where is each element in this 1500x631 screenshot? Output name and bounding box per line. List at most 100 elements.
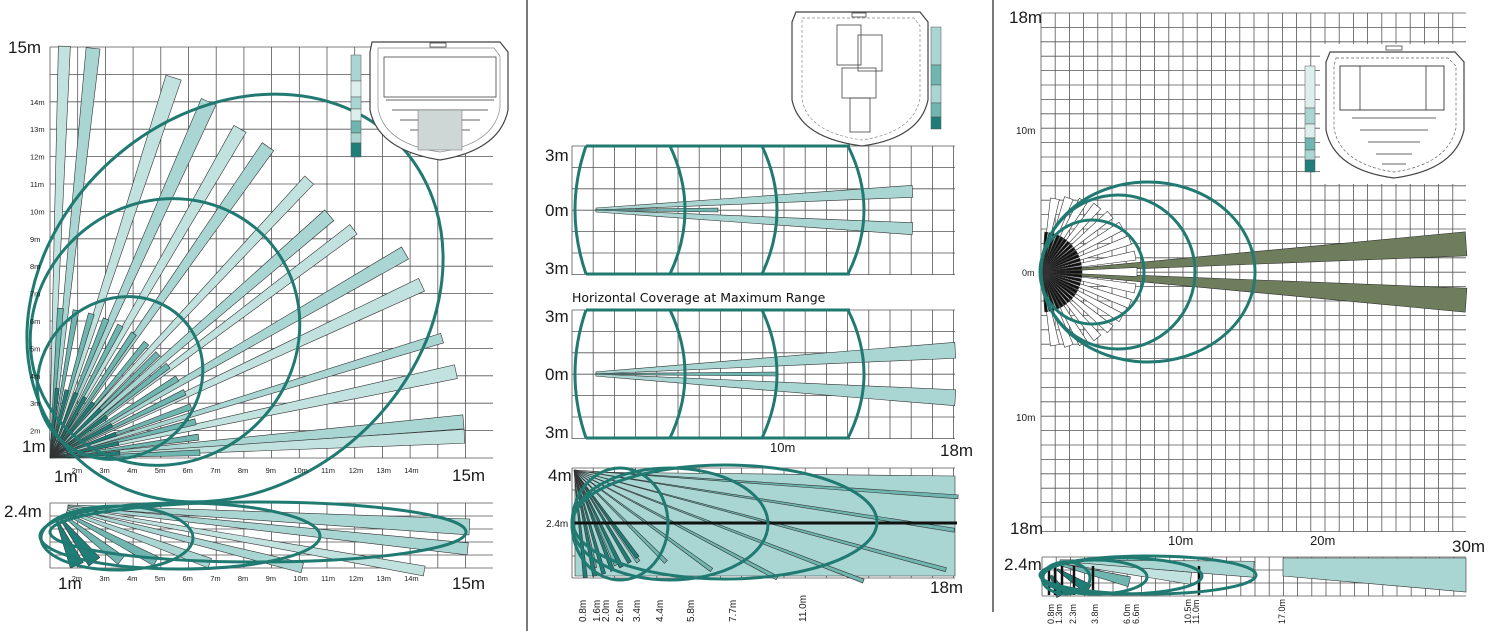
left-x-origin-label: 1m [54,467,78,486]
right-fan-core [1041,236,1064,273]
right-fan-core [1041,261,1082,273]
right-fan-core [1041,265,1083,273]
right-x-20: 20m [1310,533,1335,548]
right-fan-core [1041,240,1071,273]
right-fan-core [1041,233,1057,273]
left-side-x-end-label: 15m [452,574,485,593]
middle-side-ray [573,469,947,572]
middle-side-distance-label: 4.4m [655,600,666,622]
right-long-beam-lower [1059,271,1468,313]
right-side-distance-label: 2.3m [1068,604,1078,624]
middle-top-beam-center [595,207,719,213]
right-legend-swatch-5 [1304,149,1316,161]
right-y-bottom: 18m [1010,519,1043,538]
right-side-distance-label: 10.5m [1183,599,1193,624]
middle-side-height-top: 4m [548,466,572,485]
right-y-lower: 10m [1016,413,1035,424]
right-fan-core [1041,271,1078,294]
middle-top-y-bottom: 3m [545,259,569,278]
left-close-beam [49,407,103,459]
left-near-beam [49,418,197,459]
middle-max-y-mid: 0m [545,365,569,384]
right-fan-core [1041,270,1083,274]
left-y-tick-label: 13m [30,125,45,134]
left-coverage-ellipse-medium [28,197,302,467]
left-y-tick-label: 5m [30,344,40,353]
right-side-height-label: 2.4m [1004,555,1042,574]
left-y-tick-label: 6m [30,317,40,326]
left-y-tick-label: 8m [30,262,40,271]
left-near-beam [49,362,171,459]
left-y-tick-label: 4m [30,372,40,381]
right-fan-core [1041,238,1068,273]
left-x-tick-label: 10m [293,466,308,475]
right-x-end: 30m [1452,537,1485,556]
middle-side-distance-label: 3.4m [632,600,643,622]
left-side-x-tick-label: 5m [155,574,165,583]
middle-top-coverage-arcs [573,144,866,276]
right-side-far-zone [1282,557,1467,593]
left-side-x-tick-label: 12m [349,574,364,583]
left-x-tick-label: 2m [72,466,82,475]
left-side-x-tick-label: 9m [266,574,276,583]
middle-side-distance-label: 0.8m [578,600,589,622]
left-y-tick-label: 10m [30,207,45,216]
right-fan-core [1041,271,1082,283]
right-fan-core [1041,257,1081,273]
left-x-tick-label: 7m [210,466,220,475]
right-fan-core [1041,271,1061,310]
left-x-tick-label: 12m [349,466,364,475]
right-side-distance-label: 3.8m [1090,604,1100,624]
right-fan-core [1041,253,1080,273]
right-side-distance-label: 17.0m [1277,599,1287,624]
left-legend-swatch-5 [350,120,362,134]
left-y-tick-label: 9m [30,235,40,244]
right-side-distance-label: 11.0m [1191,600,1201,624]
middle-side-ray [573,469,668,564]
middle-side-ray [573,469,955,533]
left-side-x-tick-label: 2m [72,574,82,583]
left-side-x-tick-label: 3m [99,574,109,583]
middle-max-coverage: 3m 0m 3m 10m 18m [545,307,973,460]
left-close-beam [49,431,117,459]
middle-top-coverage: 3m 0m 3m [545,144,955,278]
right-fan-beam [1041,267,1138,277]
left-x-tick-label: 13m [376,466,391,475]
left-side-height-label: 2.4m [4,502,42,521]
right-legend-swatch-1 [1304,65,1316,109]
left-side-beam [66,509,212,569]
max-range-title: Horizontal Coverage at Maximum Range [572,290,826,305]
left-side-x-tick-label: 8m [238,574,248,583]
right-legend-swatch-3 [1304,123,1316,139]
left-legend-swatch-6 [350,132,362,144]
left-close-beam [49,387,60,459]
middle-side-distance-label: 11.0m [798,595,809,622]
left-close-beam [49,389,70,459]
middle-side-distance-label: 2.0m [601,600,612,622]
right-side-distance-label: 6.6m [1131,604,1141,624]
middle-side-distance-label: 2.6m [615,600,626,622]
right-x-10: 10m [1168,533,1193,548]
left-x-tick-label: 5m [155,466,165,475]
right-fan-core [1041,271,1081,287]
middle-max-coverage-arcs [573,308,866,440]
left-x-tick-label: 8m [238,466,248,475]
right-fan-core [1041,271,1074,301]
left-side-x-tick-label: 6m [183,574,193,583]
right-fan-core [1041,271,1064,308]
middle-max-y-bottom: 3m [545,423,569,442]
middle-side-ray [573,469,959,500]
right-legend-swatch-4 [1304,137,1316,151]
left-side-beam [67,505,469,556]
left-near-beam [49,309,80,459]
right-legend-swatch-6 [1304,159,1316,173]
left-legend-swatch-2 [350,80,362,98]
right-y-upper: 10m [1016,126,1035,137]
middle-side-ellipse-3 [571,463,879,581]
